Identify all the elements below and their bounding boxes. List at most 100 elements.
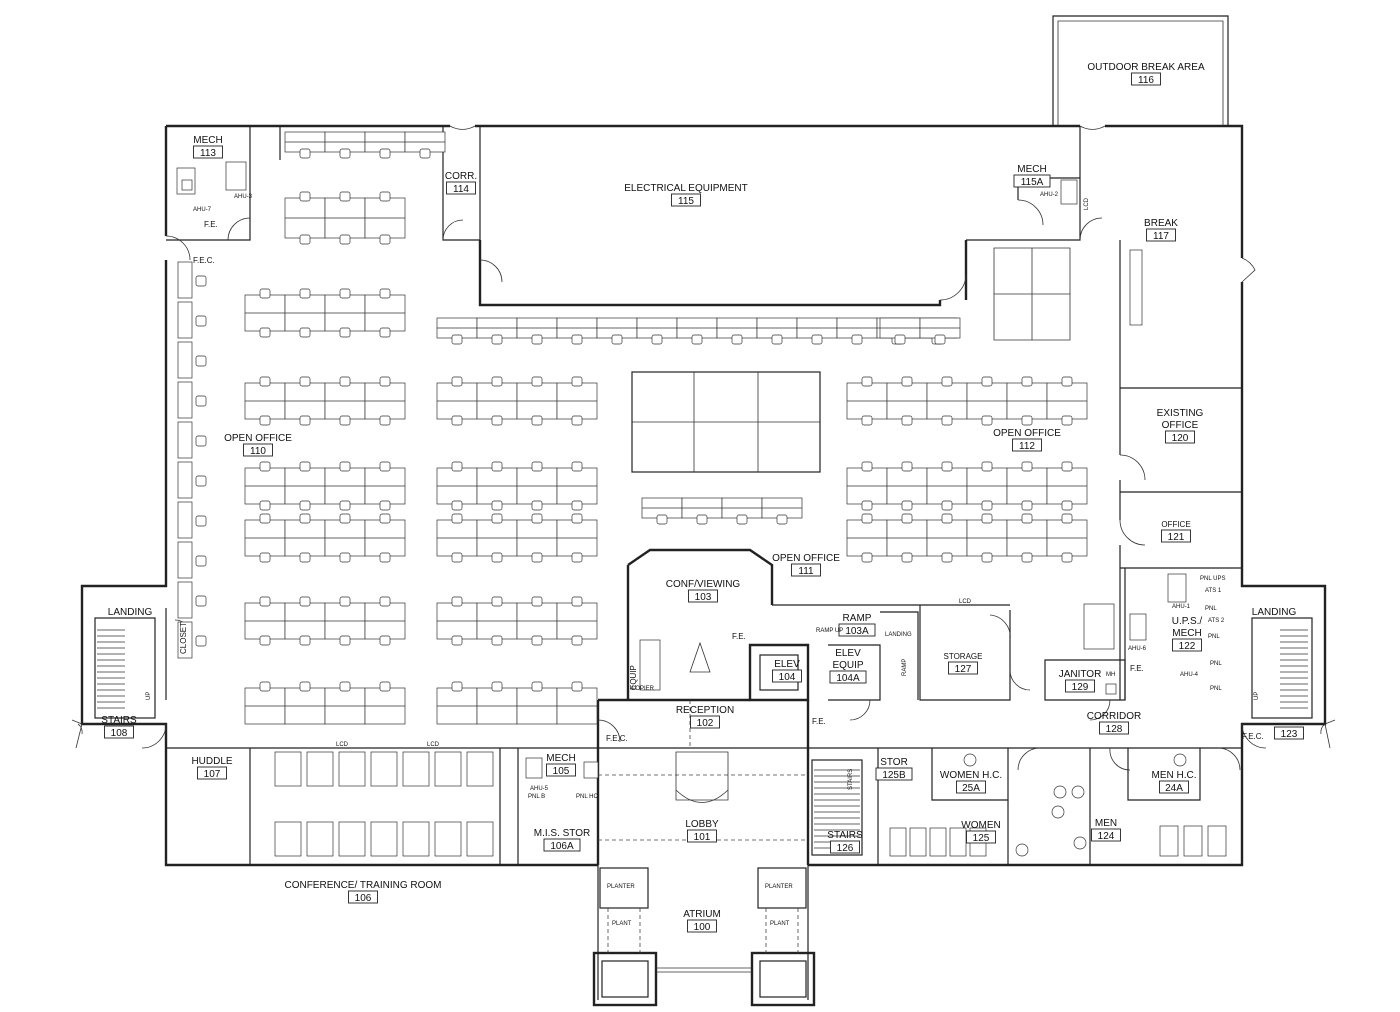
ahu7-label: AHU-7 <box>193 207 212 213</box>
perimeter-desk <box>177 501 193 539</box>
chair <box>195 435 207 447</box>
chair <box>299 513 311 524</box>
room-name: STAIRS <box>827 830 863 841</box>
room-number: 104A <box>836 673 860 684</box>
chair <box>259 513 271 524</box>
ahu6-label: AHU-6 <box>1128 646 1147 652</box>
chair <box>299 327 311 338</box>
room-number-box <box>671 193 701 207</box>
chair <box>776 514 788 525</box>
lcd-label: LCD <box>959 599 972 605</box>
fixture <box>1073 836 1087 850</box>
chair <box>491 513 503 524</box>
room-name: MECH <box>1017 164 1046 175</box>
chair <box>901 500 913 511</box>
chair <box>941 513 953 524</box>
pod-clusters <box>631 247 1071 473</box>
chair <box>379 596 391 607</box>
chair <box>1021 376 1033 387</box>
workstations <box>177 131 1088 857</box>
chair <box>379 327 391 338</box>
chair <box>981 415 993 426</box>
fe-label: F.E. <box>204 220 218 229</box>
chair <box>195 315 207 327</box>
room-name: CONFERENCE/ TRAINING ROOM <box>284 880 441 891</box>
chair <box>531 415 543 426</box>
chair <box>299 635 311 646</box>
fixture <box>1051 805 1065 819</box>
room-name: HUDDLE <box>191 756 232 767</box>
toilet-stall <box>889 827 907 857</box>
training-table <box>466 821 494 857</box>
chair <box>195 275 207 287</box>
door-swings <box>71 125 1336 771</box>
chair <box>851 334 863 345</box>
perimeter-desk <box>177 541 193 579</box>
chair <box>531 513 543 524</box>
chair <box>491 552 503 563</box>
training-table <box>434 751 462 787</box>
room-number: 129 <box>1072 682 1089 693</box>
chair <box>941 376 953 387</box>
chair <box>531 635 543 646</box>
chair <box>651 334 663 345</box>
fixture <box>1015 843 1029 857</box>
chair <box>299 552 311 563</box>
room-number: 121 <box>1168 532 1185 543</box>
chair <box>571 513 583 524</box>
chair <box>339 288 351 299</box>
room-name: STOR <box>880 757 908 768</box>
room-number: 101 <box>694 832 711 843</box>
chair <box>901 415 913 426</box>
room-name: CORR. <box>445 171 477 182</box>
training-table <box>338 821 366 857</box>
chair <box>571 596 583 607</box>
chair <box>696 514 708 525</box>
chair <box>339 461 351 472</box>
room-number-box <box>772 669 802 683</box>
chair <box>451 635 463 646</box>
annotations: F.E. F.E.C. F.E. F.E. F.E.C. F.E. F.E.C.… <box>146 192 1264 927</box>
room-name: WOMEN <box>961 820 1000 831</box>
room-number: 102 <box>697 718 714 729</box>
room-name: LOBBY <box>685 819 719 830</box>
chair <box>861 552 873 563</box>
chair <box>259 681 271 692</box>
room-number-box <box>546 763 576 777</box>
training-table <box>274 821 302 857</box>
room-number-box <box>1274 726 1304 740</box>
room-name: RAMP <box>843 613 872 624</box>
landing-label: LANDING <box>885 632 912 638</box>
toilet-stall <box>1159 825 1179 857</box>
room-name: JANITOR <box>1059 669 1102 680</box>
chair <box>531 334 543 345</box>
chair <box>981 461 993 472</box>
room-name: MEN <box>1095 818 1117 829</box>
chair <box>611 334 623 345</box>
room-number: 122 <box>1179 641 1196 652</box>
room-number-box <box>243 443 273 457</box>
room-number-box <box>1099 721 1129 735</box>
chair <box>379 191 391 202</box>
room-name: MEN H.C. <box>1152 770 1197 781</box>
chair <box>451 415 463 426</box>
chair <box>491 500 503 511</box>
chair <box>571 635 583 646</box>
lcd-label: LCD <box>336 742 349 748</box>
room-number: 116 <box>1138 75 1154 86</box>
chair <box>491 596 503 607</box>
fec-label: F.E.C. <box>1242 732 1264 741</box>
ahu2-label: AHU-2 <box>1040 192 1059 198</box>
chair <box>1061 461 1073 472</box>
room-name: ELEV <box>774 659 800 670</box>
chair <box>1021 552 1033 563</box>
chair <box>195 475 207 487</box>
chair <box>691 334 703 345</box>
room-number: 123 <box>1281 729 1298 740</box>
chair <box>981 500 993 511</box>
